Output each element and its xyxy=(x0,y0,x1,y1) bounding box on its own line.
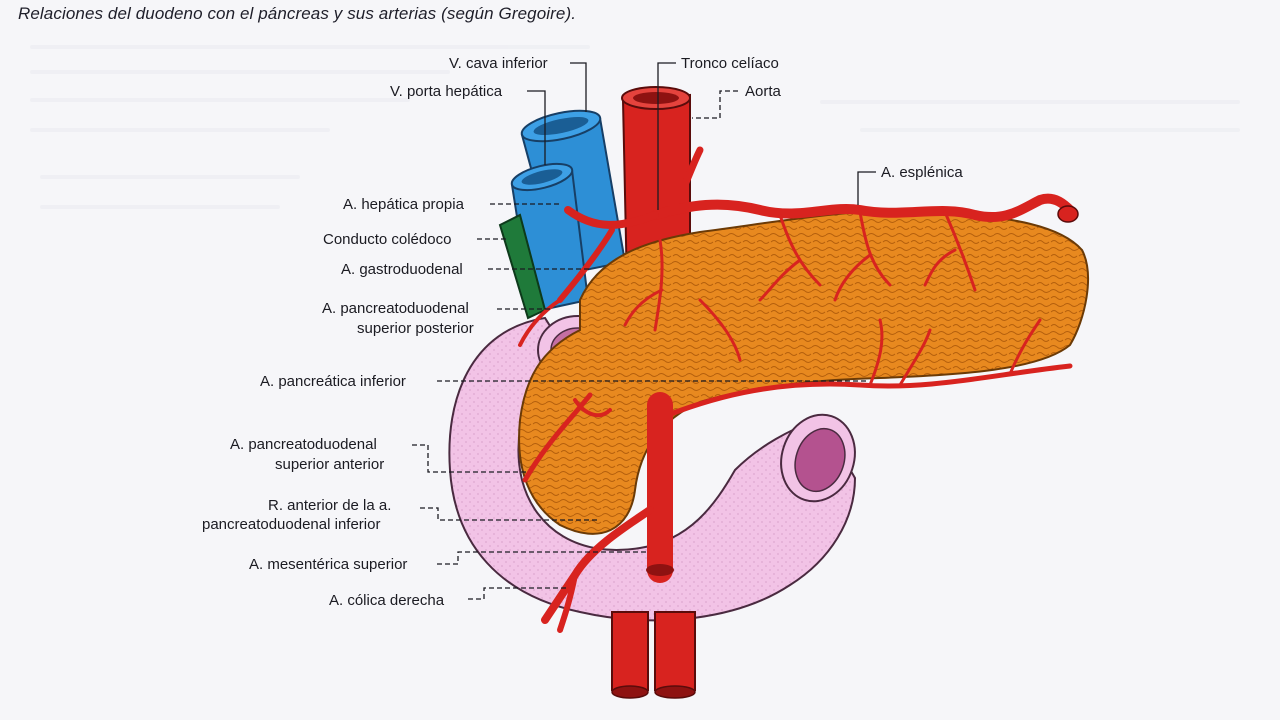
figure-title: Relaciones del duodeno con el páncreas y… xyxy=(18,4,577,23)
label-pancreatoduodenal-sup-post-1: A. pancreatoduodenal xyxy=(322,300,469,317)
labels: V. cava inferior V. porta hepática Tronc… xyxy=(202,55,963,609)
hepatica-propia-vessel xyxy=(564,206,659,229)
label-arteria-esplenica: A. esplénica xyxy=(881,164,963,181)
background-text-bleed xyxy=(30,45,1240,209)
tronco-celiaco-vessel xyxy=(650,193,1077,223)
splenic-end xyxy=(1057,205,1079,223)
label-aorta: Aorta xyxy=(745,83,782,100)
leader-lines xyxy=(412,62,876,600)
label-colica-derecha: A. cólica derecha xyxy=(329,592,445,609)
label-vena-porta-hepatica: V. porta hepática xyxy=(390,83,503,100)
gastroduodenal-vessel xyxy=(557,227,615,303)
arteries xyxy=(518,146,1079,633)
label-vena-cava-inferior: V. cava inferior xyxy=(449,55,548,72)
aorta-lower xyxy=(611,611,696,699)
label-arteria-gastroduodenal: A. gastroduodenal xyxy=(341,261,463,278)
label-pancreatica-inferior: A. pancreática inferior xyxy=(260,373,406,390)
label-pancreatoduodenal-sup-ant-2: superior anterior xyxy=(275,456,384,473)
label-rama-anterior-2: pancreatoduodenal inferior xyxy=(202,516,380,533)
label-arteria-hepatica-propia: A. hepática propia xyxy=(343,196,465,213)
label-pancreatoduodenal-sup-post-2: superior posterior xyxy=(357,320,474,337)
label-pancreatoduodenal-sup-ant-1: A. pancreatoduodenal xyxy=(230,436,377,453)
pancreatica-inferior-vessel xyxy=(665,363,1073,418)
label-mesenterica-superior: A. mesentérica superior xyxy=(249,556,407,573)
label-tronco-celiaco: Tronco celíaco xyxy=(681,55,779,72)
label-rama-anterior-1: R. anterior de la a. xyxy=(268,497,391,514)
label-conducto-coledoco: Conducto colédoco xyxy=(323,231,451,248)
